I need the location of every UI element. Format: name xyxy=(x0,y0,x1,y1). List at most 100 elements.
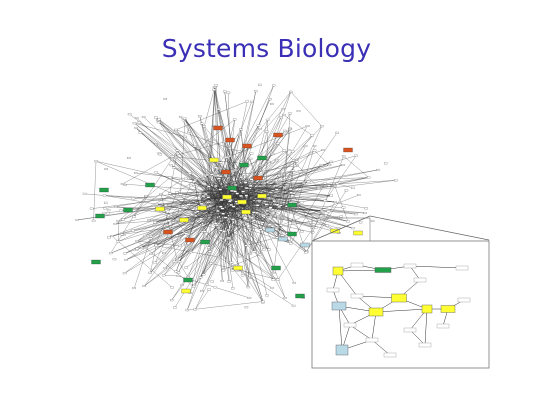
highlighted-node xyxy=(145,182,155,188)
network-node xyxy=(224,156,229,159)
network-node xyxy=(248,157,253,160)
network-node xyxy=(188,184,193,187)
network-edge xyxy=(253,212,275,269)
inset-node xyxy=(403,263,417,269)
network-node xyxy=(175,149,180,152)
highlighted-node xyxy=(343,147,353,153)
network-node xyxy=(208,205,212,207)
network-node xyxy=(252,219,256,222)
network-node xyxy=(223,216,228,219)
network-edge xyxy=(249,158,268,215)
network-node xyxy=(103,207,107,210)
inset-node xyxy=(440,305,456,313)
network-node xyxy=(169,299,174,302)
network-edge xyxy=(242,199,280,208)
network-node xyxy=(194,214,198,217)
network-node xyxy=(265,130,269,133)
network-edge xyxy=(305,201,336,253)
network-node xyxy=(175,191,179,194)
network-node xyxy=(271,84,276,87)
network-edge xyxy=(223,177,326,216)
highlighted-node xyxy=(233,265,243,271)
network-edge xyxy=(122,183,229,193)
network-node xyxy=(148,237,153,240)
network-node xyxy=(205,173,209,176)
network-edge xyxy=(210,199,221,207)
network-edge xyxy=(278,189,291,220)
network-node xyxy=(200,290,204,293)
inset-node xyxy=(391,293,407,303)
network-node xyxy=(243,256,247,258)
inset-node xyxy=(457,297,471,303)
network-node xyxy=(219,205,223,208)
network-node xyxy=(327,164,332,167)
network-edge xyxy=(241,199,354,229)
network-edge xyxy=(218,109,243,207)
network-node xyxy=(197,197,202,200)
network-node xyxy=(363,212,367,215)
network-node xyxy=(247,296,252,299)
network-edge xyxy=(210,190,263,303)
network-node xyxy=(226,229,231,231)
inset-edge xyxy=(424,308,428,346)
network-node xyxy=(274,227,279,229)
network-node xyxy=(120,233,124,236)
network-edge xyxy=(288,145,315,232)
network-edge xyxy=(278,218,328,226)
network-edge xyxy=(228,92,232,197)
highlighted-node xyxy=(241,209,251,215)
network-node xyxy=(209,262,213,265)
network-node xyxy=(288,240,292,243)
network-edge xyxy=(139,132,223,196)
network-node xyxy=(351,227,355,230)
network-edge xyxy=(104,186,235,209)
network-node xyxy=(218,236,223,239)
network-node xyxy=(132,122,137,125)
network-node xyxy=(106,209,111,212)
network-node xyxy=(110,235,114,237)
network-node xyxy=(169,213,173,216)
network-node xyxy=(325,224,329,227)
highlighted-node xyxy=(183,277,193,283)
inset-node xyxy=(374,267,392,273)
network-node xyxy=(184,232,189,235)
network-node xyxy=(183,117,187,120)
network-node xyxy=(199,174,204,177)
network-node xyxy=(299,201,304,204)
network-node xyxy=(163,98,168,100)
network-edge xyxy=(156,245,219,258)
network-node xyxy=(291,169,295,172)
network-node xyxy=(274,188,279,191)
network-node xyxy=(333,201,337,203)
network-node xyxy=(104,168,108,171)
network-node xyxy=(199,217,203,220)
network-node xyxy=(176,275,181,277)
network-edge xyxy=(169,177,212,188)
inset-node xyxy=(368,307,384,317)
network-node xyxy=(290,150,295,153)
network-edge xyxy=(174,195,235,262)
network-node xyxy=(154,203,159,206)
network-edge xyxy=(243,195,332,201)
network-node xyxy=(279,116,283,119)
network-node xyxy=(248,253,253,255)
network-edge xyxy=(154,207,224,223)
network-node xyxy=(178,193,183,196)
network-node xyxy=(102,194,107,197)
network-edge xyxy=(91,192,218,209)
network-node xyxy=(258,164,263,167)
network-edge xyxy=(199,198,270,250)
network-edge xyxy=(229,197,302,203)
network-node xyxy=(154,143,158,146)
network-node xyxy=(178,244,182,247)
network-node xyxy=(270,103,274,105)
network-node xyxy=(282,149,287,152)
network-node xyxy=(123,184,127,186)
highlighted-node xyxy=(227,185,237,191)
network-node xyxy=(132,287,136,290)
network-node xyxy=(280,234,285,237)
network-edge xyxy=(224,153,252,191)
inset-node xyxy=(413,277,427,283)
highlighted-node xyxy=(123,207,133,213)
network-node xyxy=(383,162,388,165)
